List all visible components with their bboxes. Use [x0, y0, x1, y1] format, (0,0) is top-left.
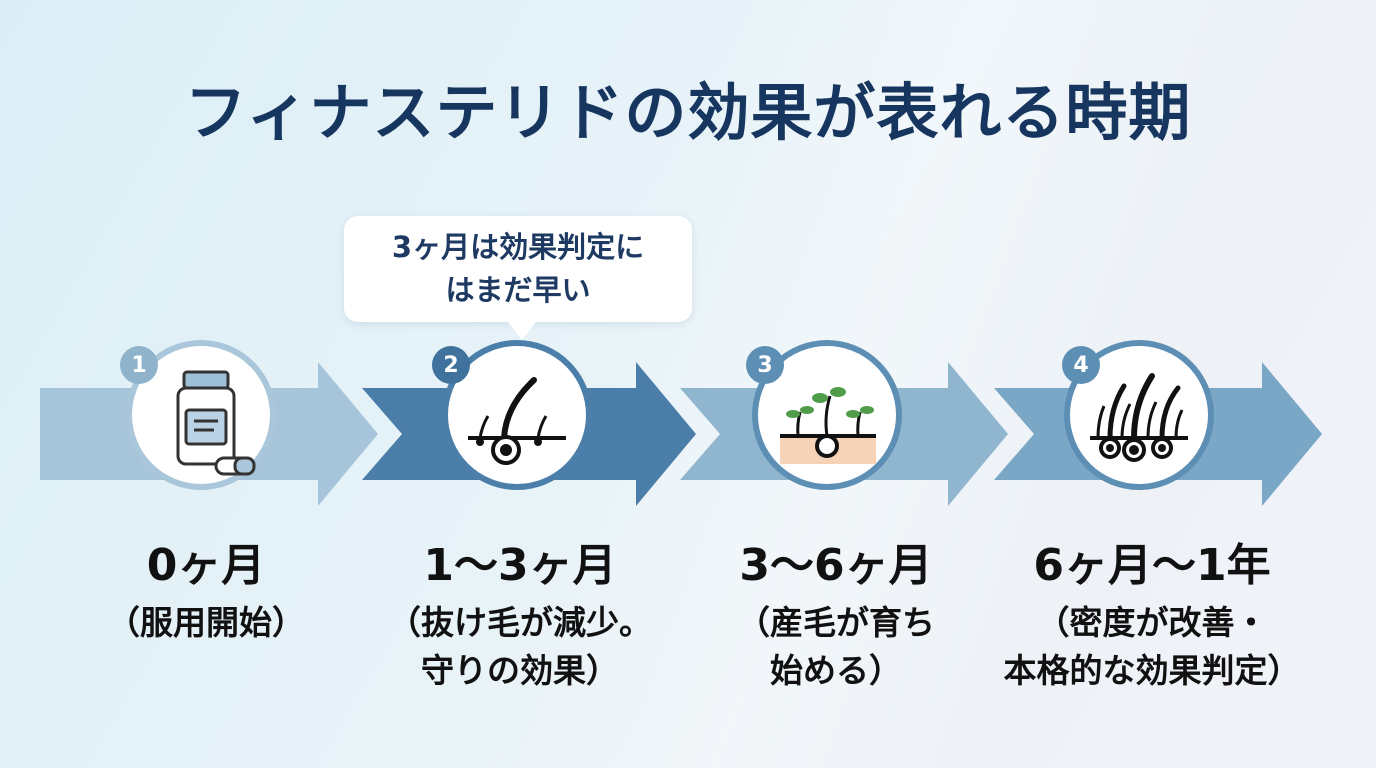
step-1-period: 0ヶ月: [146, 540, 266, 591]
step-4-badge: 4: [1062, 346, 1100, 384]
step-2-circle: [442, 340, 592, 490]
dense-hair-icon: [1090, 373, 1188, 462]
step-1-badge: 1: [120, 346, 158, 384]
step-3-period: 3〜6ヶ月: [739, 540, 933, 591]
step-2-badge: 2: [432, 346, 470, 384]
step-3-desc: （産毛が育ち 始める）: [737, 602, 935, 690]
step-4-label: 6ヶ月〜1年 （密度が改善・ 本格的な効果判定）: [992, 540, 1312, 694]
step-2-label: 1〜3ヶ月 （抜け毛が減少。 守りの効果）: [360, 540, 680, 694]
step-2-period: 1〜3ヶ月: [423, 540, 617, 591]
step-1-desc: （服用開始）: [107, 602, 305, 642]
step-2-desc: （抜け毛が減少。 守りの効果）: [388, 602, 652, 690]
step-4-period: 6ヶ月〜1年: [1033, 540, 1271, 591]
single-hair-follicle-icon: [468, 377, 566, 465]
page-title: フィナステリドの効果が表れる時期: [184, 76, 1192, 149]
medicine-bottle-icon: [176, 370, 256, 476]
callout-bubble: 3ヶ月は効果判定に はまだ早い: [344, 216, 692, 340]
sprouting-hair-icon: [780, 387, 876, 464]
step-1-label: 0ヶ月 （服用開始）: [46, 540, 366, 647]
step-3-label: 3〜6ヶ月 （産毛が育ち 始める）: [676, 540, 996, 694]
step-3-badge: 3: [746, 346, 784, 384]
callout-text: 3ヶ月は効果判定に はまだ早い: [391, 229, 645, 308]
step-4-desc: （密度が改善・ 本格的な効果判定）: [1003, 602, 1301, 690]
